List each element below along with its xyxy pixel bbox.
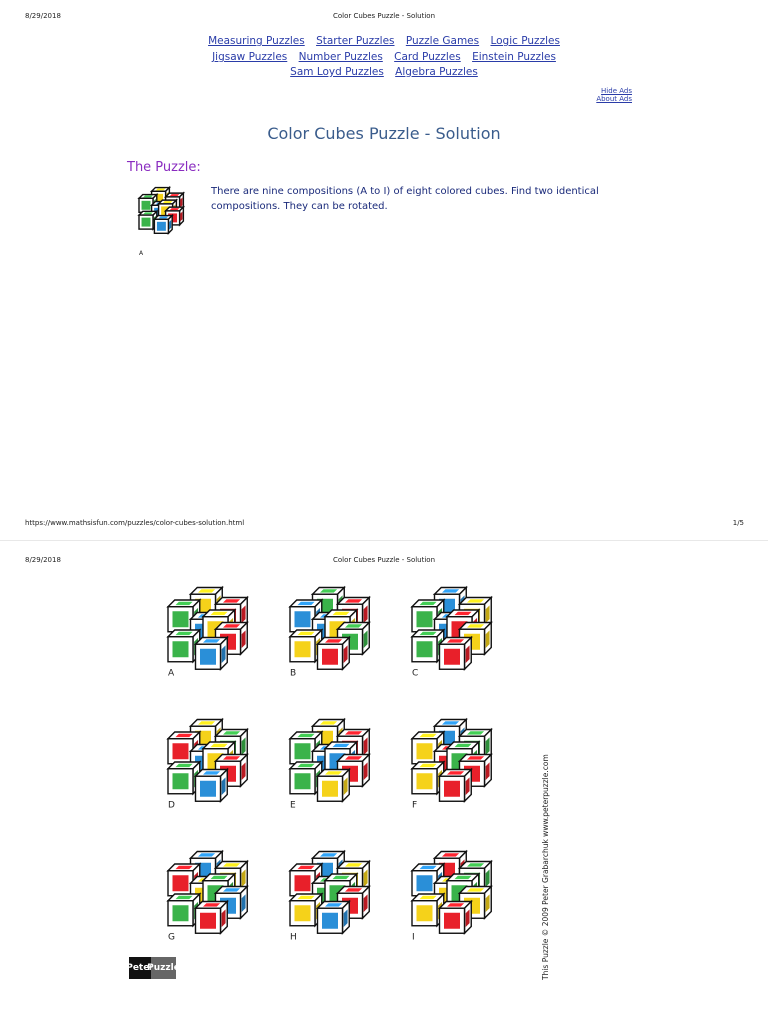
cube-g-3 (166, 862, 202, 898)
cube-c-8 (437, 635, 473, 671)
nav-link-card-puzzles[interactable]: Card Puzzles (394, 51, 461, 63)
cube-d-8 (193, 767, 229, 803)
composition-label-i: I (412, 933, 415, 943)
composition-e: E (288, 717, 371, 811)
composition-label-h: H (290, 933, 297, 943)
compositions-grid: A B C D E F G H I (166, 585, 493, 943)
cube-d-7 (166, 760, 202, 796)
composition-label-f: F (412, 801, 417, 811)
composition-label-b: B (290, 669, 296, 679)
composition-c: C (410, 585, 493, 679)
nav-link-jigsaw-puzzles[interactable]: Jigsaw Puzzles (212, 51, 288, 63)
cube-b-8 (315, 635, 351, 671)
composition-label-a: A (168, 669, 175, 679)
cube-g-8 (193, 899, 229, 935)
logo-right: Puzzle (147, 957, 180, 979)
composition-i: I (410, 849, 493, 943)
cube-i-8 (437, 899, 473, 935)
page-title: Color Cubes Puzzle - Solution (267, 124, 501, 143)
nav-row-2: Jigsaw Puzzles Number Puzzles Card Puzzl… (0, 51, 768, 63)
cube-a-8 (152, 213, 174, 235)
composition-label-g: G (168, 933, 175, 943)
page-separator (0, 540, 768, 541)
logo-left: Peter (126, 957, 154, 979)
composition-label-d: D (168, 801, 175, 811)
cube-b-3 (288, 598, 324, 634)
nav-link-starter-puzzles[interactable]: Starter Puzzles (316, 35, 395, 47)
cube-g-7 (166, 892, 202, 928)
print-title: Color Cubes Puzzle - Solution (332, 12, 436, 20)
cube-a-3 (166, 598, 202, 634)
composition-g: G (166, 849, 249, 943)
composition-label-e: E (290, 801, 296, 811)
puzzle-thumbnail[interactable]: A (135, 183, 195, 259)
nav-link-measuring-puzzles[interactable]: Measuring Puzzles (208, 35, 305, 47)
section-heading: The Puzzle: (127, 160, 201, 175)
cube-a-8 (193, 635, 229, 671)
puzzle-description: There are nine compositions (A to I) of … (211, 186, 599, 212)
cube-f-8 (437, 767, 473, 803)
nav-link-puzzle-games[interactable]: Puzzle Games (405, 35, 480, 47)
nav-row-3: Sam Loyd Puzzles Algebra Puzzles (0, 66, 768, 78)
hide-ads-link[interactable]: Hide Ads (601, 87, 632, 95)
nav-link-sam-loyd-puzzles[interactable]: Sam Loyd Puzzles (290, 66, 384, 78)
cube-h-8 (315, 899, 351, 935)
composition-d: D (166, 717, 249, 811)
nav-row-1: Measuring Puzzles Starter Puzzles Puzzle… (0, 35, 768, 47)
print-url: https://www.mathsisfun.com/puzzles/color… (25, 519, 245, 527)
peterpuzzle-logo: Peter Puzzle (126, 957, 180, 979)
thumbnail-label: A (139, 250, 144, 257)
nav-link-logic-puzzles[interactable]: Logic Puzzles (490, 35, 560, 47)
about-ads-link[interactable]: About Ads (596, 95, 632, 103)
composition-a (137, 185, 186, 235)
cube-d-3 (166, 730, 202, 766)
copyright-text: This Puzzle © 2009 Peter Grabarchuk www.… (541, 754, 550, 980)
nav-link-einstein-puzzles[interactable]: Einstein Puzzles (472, 51, 556, 63)
print-date-page-2: 8/29/2018 (25, 556, 61, 564)
cube-e-7 (288, 760, 324, 796)
composition-label-c: C (412, 669, 418, 679)
ads-links: Hide Ads About Ads (596, 87, 632, 103)
print-page-count: 1/5 (732, 519, 744, 527)
print-date: 8/29/2018 (25, 12, 61, 20)
cube-e-8 (315, 767, 351, 803)
composition-h: H (288, 849, 371, 943)
composition-a: A (166, 585, 249, 679)
print-title-page-2: Color Cubes Puzzle - Solution (332, 556, 436, 564)
composition-b: B (288, 585, 371, 679)
nav-link-number-puzzles[interactable]: Number Puzzles (298, 51, 383, 63)
nav-link-algebra-puzzles[interactable]: Algebra Puzzles (395, 66, 478, 78)
composition-f: F (410, 717, 493, 811)
